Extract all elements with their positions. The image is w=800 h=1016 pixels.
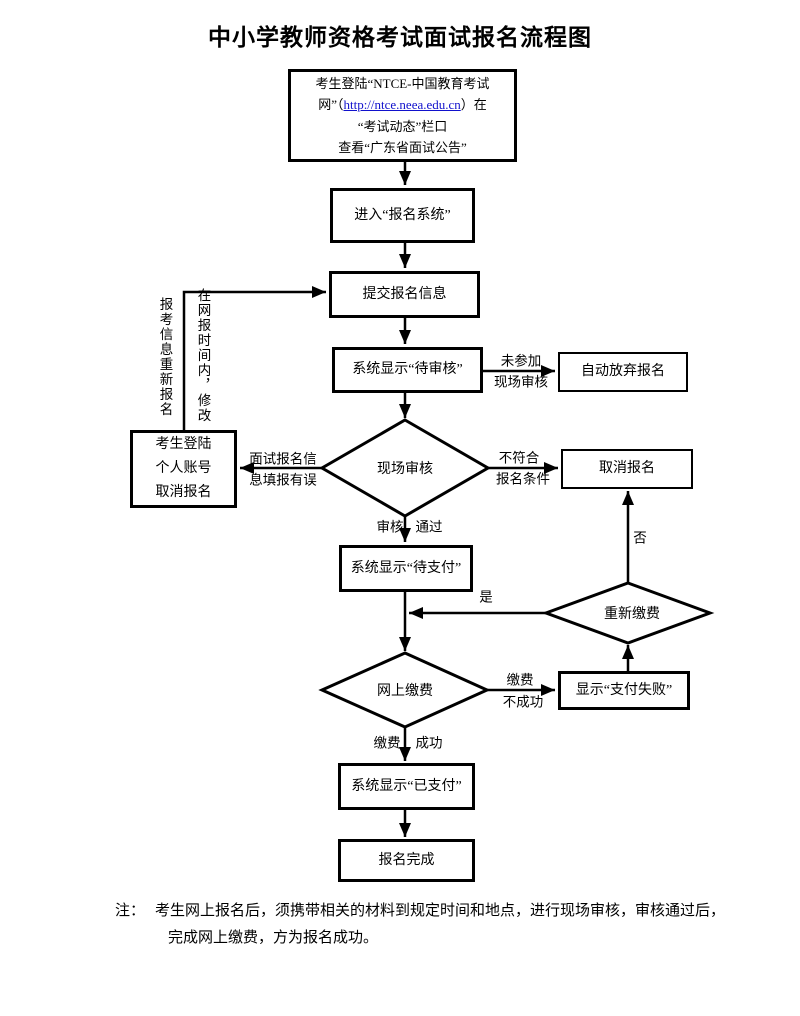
ntce-link[interactable]: http://ntce.neea.edu.cn: [343, 97, 461, 113]
edge-label-pay-fail-2: 不成功: [502, 694, 544, 710]
cancel-login-line1: 考生登陆: [155, 437, 212, 453]
notice-line2: 网”（http://ntce.neea.edu.cn）在: [291, 94, 514, 115]
edge-label-pay-ok-2: 成功: [415, 735, 443, 751]
cancel-login-line2: 个人账号: [155, 461, 212, 477]
edge-label-pay-fail-1: 缴费: [506, 672, 534, 688]
note-line2: 完成网上缴费，方为报名成功。: [168, 930, 379, 946]
node-cancel-login: 考生登陆 个人账号 取消报名: [130, 430, 237, 508]
edge-label-review-pass-1: 审核: [376, 519, 404, 535]
note-line1: 考生网上报名后，须携带相关的材料到规定时间和地点，进行现场审核，审核通过后，: [155, 903, 726, 919]
cancel-login-line3: 取消报名: [155, 484, 212, 500]
node-notice: 考生登陆“NTCE-中国教育考试 网”（http://ntce.neea.edu…: [288, 69, 517, 162]
node-show-pay-fail: 显示“支付失败”: [558, 671, 690, 710]
page-title: 中小学教师资格考试面试报名流程图: [208, 25, 592, 50]
edge-label-not-attend-2: 现场审核: [494, 374, 548, 390]
edge-label-not-qualified-1: 不符合: [498, 450, 540, 466]
node-status-pending-pay: 系统显示“待支付”: [339, 545, 473, 592]
edge-label-yes: 是: [479, 589, 493, 605]
diamond-repay: [541, 581, 715, 645]
node-auto-abandon: 自动放弃报名: [558, 352, 688, 392]
edge-label-pay-ok-1: 缴费: [373, 735, 401, 751]
edge-label-revise-right: 在网报时间内，修改: [195, 288, 211, 423]
edge-label-review-pass-2: 通过: [415, 519, 443, 535]
note-label: 注：: [115, 903, 146, 919]
diamond-label-online-pay: 网上缴费: [377, 684, 433, 699]
notice-line3: “考试动态”栏口: [357, 118, 448, 134]
node-status-pending-review: 系统显示“待审核”: [332, 347, 483, 393]
edge-label-not-attend-1: 未参加: [500, 353, 542, 369]
notice-line4: 查看“广东省面试公告”: [338, 139, 467, 155]
node-cancel-registration: 取消报名: [561, 449, 693, 489]
edge-label-no: 否: [633, 530, 647, 546]
node-enter-system: 进入“报名系统”: [330, 188, 475, 243]
edge-label-revise-left: 报考信息重新报名: [157, 297, 173, 417]
notice-line1: 考生登陆“NTCE-中国教育考试: [315, 75, 490, 91]
node-status-paid: 系统显示“已支付”: [338, 763, 475, 810]
notice-line2-pre: 网”（: [318, 97, 344, 113]
diamond-label-repay: 重新缴费: [604, 607, 660, 622]
node-complete: 报名完成: [338, 839, 475, 882]
notice-line2-post: ）在: [460, 97, 487, 113]
edge-label-not-qualified-2: 报名条件: [496, 471, 550, 487]
node-submit-info: 提交报名信息: [329, 271, 480, 318]
diamond-label-onsite-review: 现场审核: [377, 462, 433, 477]
edge-label-info-error-1: 面试报名信: [249, 451, 317, 467]
edge-label-info-error-2: 息填报有误: [249, 472, 317, 488]
